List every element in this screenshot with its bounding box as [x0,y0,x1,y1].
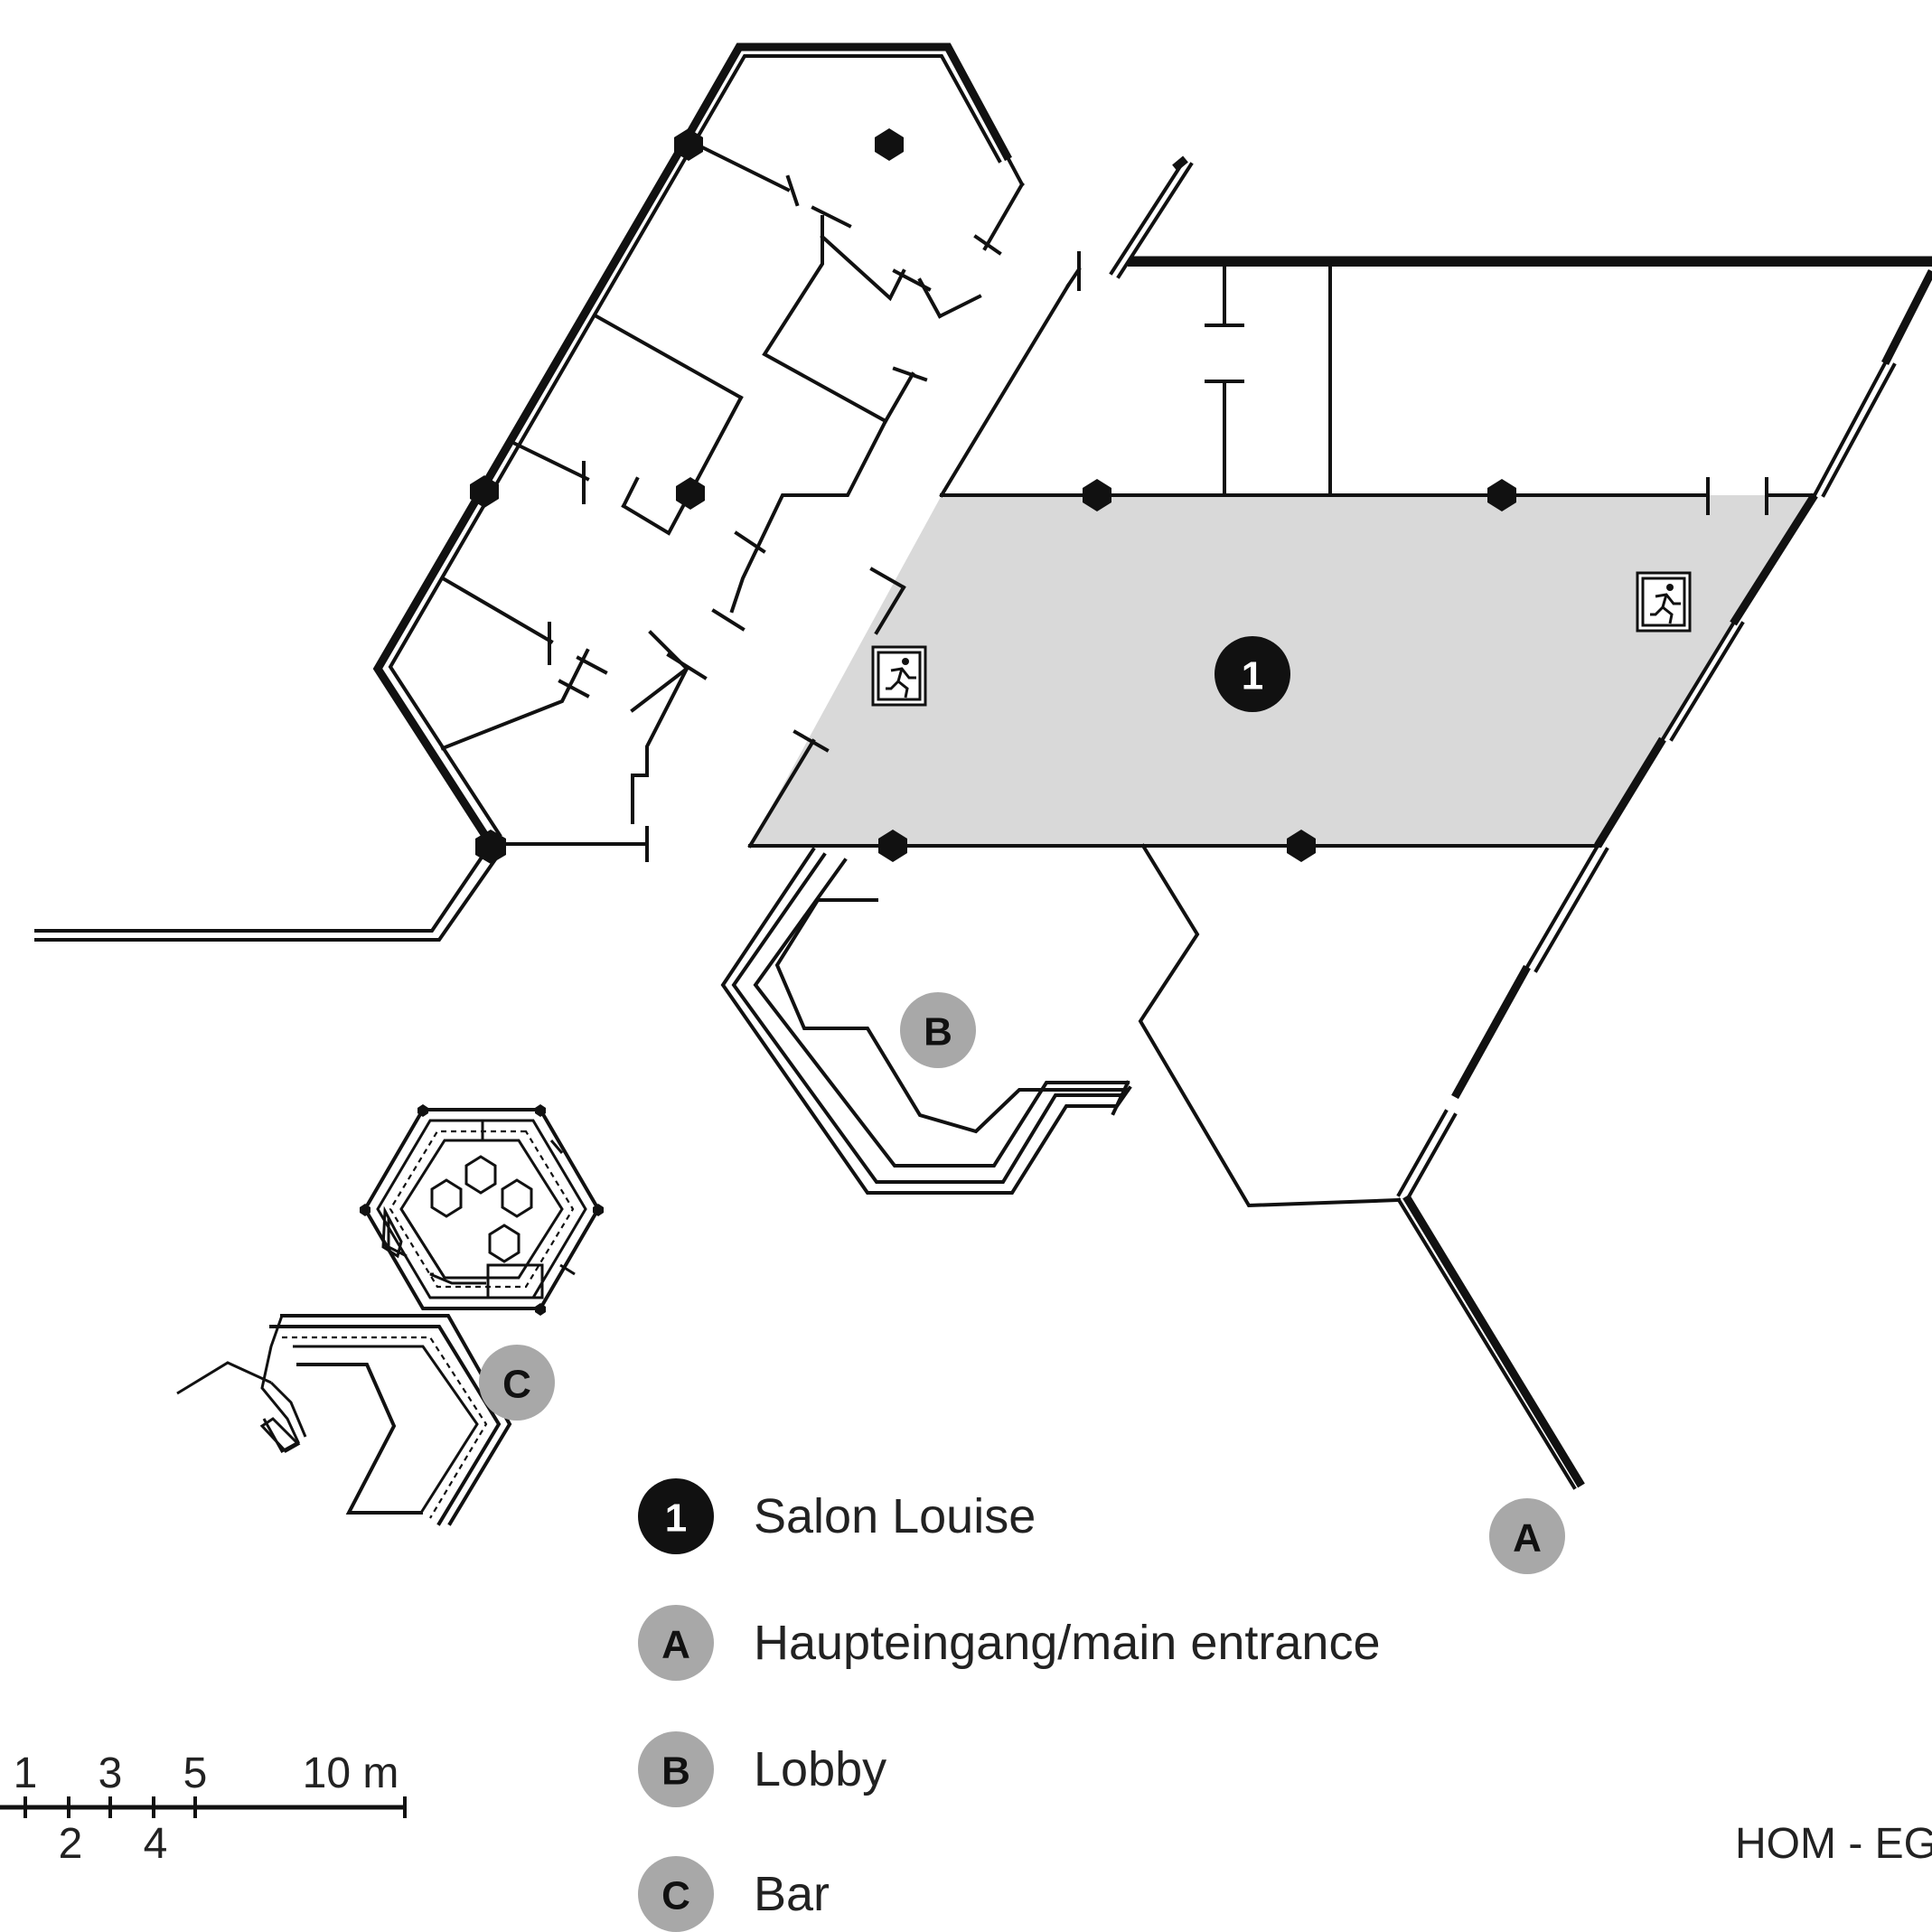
marker-bar[interactable]: C [479,1345,555,1421]
legend: 1 Salon Louise A Haupteingang/main entra… [638,1478,1380,1932]
scale-tick-label: 4 [144,1820,168,1868]
marker-entrance-label: A [1513,1516,1542,1561]
scale-tick-label: 2 [59,1820,83,1868]
emergency-exit-icon [1636,571,1692,633]
emergency-exit-icon [871,645,927,707]
legend-item-salon-louise: 1 Salon Louise [638,1478,1036,1554]
marker-lobby-label: B [924,1010,952,1055]
legend-item-lobby: B Lobby [638,1731,886,1807]
scale-tick-label: 1 [14,1749,38,1797]
bar-hexagonal-island[interactable] [360,1104,604,1316]
marker-lobby[interactable]: B [900,992,976,1068]
legend-label: Lobby [754,1742,886,1796]
legend-label: Bar [754,1867,830,1921]
scale-bar: 1 3 5 10 m 2 4 [0,1749,407,1868]
legend-key: B [661,1749,690,1794]
plan-code: HOM - EG [1735,1820,1932,1868]
columns [470,128,1516,864]
legend-key: C [661,1874,690,1918]
legend-item-main-entrance: A Haupteingang/main entrance [638,1605,1380,1681]
scale-tick-label: 10 m [303,1749,399,1797]
marker-entrance[interactable]: A [1489,1498,1565,1574]
scale-tick-label: 5 [183,1749,208,1797]
legend-item-bar: C Bar [638,1856,830,1932]
marker-bar-label: C [502,1363,531,1407]
legend-label: Haupteingang/main entrance [754,1616,1380,1670]
legend-key: A [661,1623,690,1667]
bar-counter[interactable] [176,1314,512,1526]
scale-tick-label: 3 [98,1749,123,1797]
legend-key: 1 [665,1496,687,1541]
legend-label: Salon Louise [754,1489,1036,1543]
marker-room-1-label: 1 [1242,654,1263,699]
marker-room-1[interactable]: 1 [1215,636,1290,712]
